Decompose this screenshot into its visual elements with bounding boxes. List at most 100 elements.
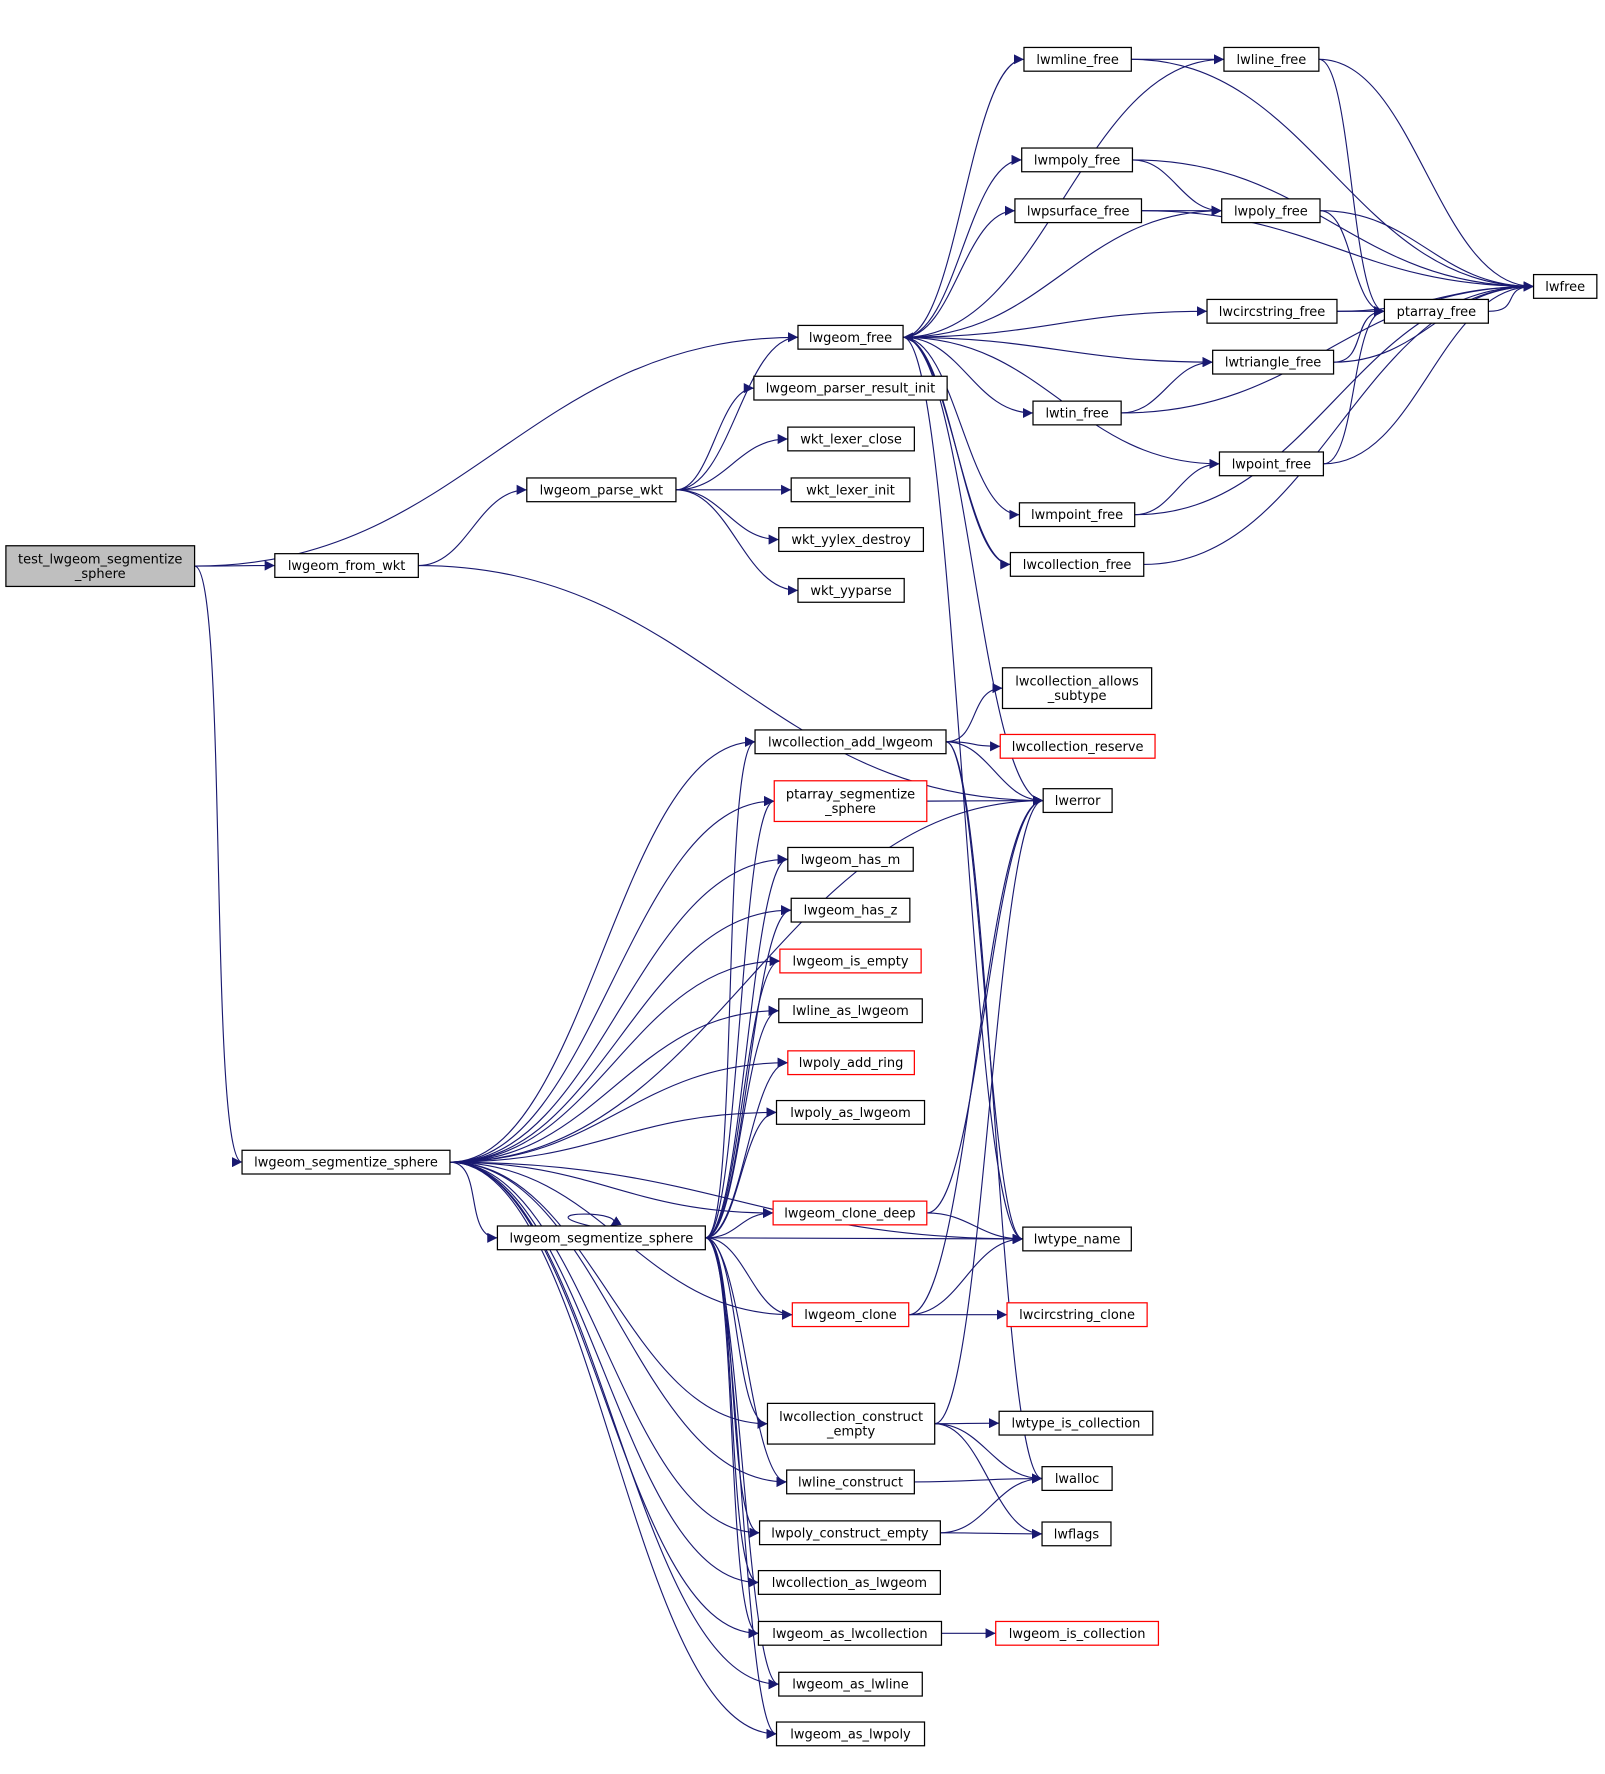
- node-has-m[interactable]: lwgeom_has_m: [787, 846, 914, 872]
- node-box: [5, 545, 196, 588]
- node-label: lwpoint_free: [1232, 457, 1311, 472]
- node-box: [1023, 46, 1132, 72]
- node-label: lwline_construct: [798, 1475, 903, 1490]
- node-lwfree[interactable]: lwfree: [1532, 273, 1598, 299]
- node-poly-as-lwgeom[interactable]: lwpoly_as_lwgeom: [775, 1099, 926, 1125]
- node-box: [775, 1099, 926, 1125]
- node-box: [757, 1569, 941, 1595]
- node-box: [787, 1050, 915, 1076]
- node-label: lwpoly_add_ring: [799, 1056, 904, 1071]
- node-label: lwmline_free: [1036, 53, 1118, 68]
- nodes-layer: test_lwgeom_segmentize_sphere lwgeom_from…: [5, 46, 1598, 1747]
- node-label: _sphere: [74, 567, 126, 582]
- edge-seg2-to-lwtype_name: [705, 1233, 1023, 1245]
- node-from-wkt[interactable]: lwgeom_from_wkt: [274, 553, 419, 579]
- node-box: [1212, 349, 1335, 375]
- node-circstring-clone[interactable]: lwcircstring_clone: [1006, 1302, 1148, 1328]
- node-box: [1206, 298, 1338, 324]
- node-lwpoint-free[interactable]: lwpoint_free: [1218, 451, 1325, 477]
- node-lwtype-name[interactable]: lwtype_name: [1022, 1226, 1132, 1252]
- node-seg2[interactable]: lwgeom_segmentize_sphere: [496, 1225, 706, 1251]
- edge-seg1-to-poly_as_lwgeom: [449, 1107, 777, 1163]
- node-lexer-init[interactable]: wkt_lexer_init: [790, 477, 911, 503]
- edge-lwpoly_free-to-ptarray_free: [1319, 210, 1385, 317]
- node-box: [1022, 1226, 1132, 1252]
- node-line-as-lwgeom[interactable]: lwline_as_lwgeom: [778, 998, 923, 1024]
- node-label: lwcollection_as_lwgeom: [772, 1576, 927, 1591]
- node-label: lwfree: [1545, 280, 1585, 295]
- node-label: lwgeom_free: [809, 331, 892, 346]
- node-clone[interactable]: lwgeom_clone: [791, 1302, 910, 1328]
- node-lwtriangle-free[interactable]: lwtriangle_free: [1212, 349, 1335, 375]
- node-coll-as-lwgeom[interactable]: lwcollection_as_lwgeom: [757, 1569, 941, 1595]
- node-label: ptarray_segmentize: [786, 787, 915, 802]
- node-lwcollection-free[interactable]: lwcollection_free: [1009, 551, 1145, 577]
- node-lwmpoint-free[interactable]: lwmpoint_free: [1018, 502, 1136, 528]
- node-box: [999, 733, 1156, 759]
- node-is-empty[interactable]: lwgeom_is_empty: [779, 948, 922, 974]
- node-lwline-free[interactable]: lwline_free: [1223, 46, 1320, 72]
- node-label: lwgeom_from_wkt: [288, 559, 405, 574]
- node-label: lwgeom_parser_result_init: [766, 382, 935, 397]
- node-clone-deep[interactable]: lwgeom_clone_deep: [772, 1200, 928, 1226]
- node-add-lwgeom[interactable]: lwcollection_add_lwgeom: [754, 729, 947, 755]
- node-box: [787, 426, 915, 452]
- node-as-lwcollection[interactable]: lwgeom_as_lwcollection: [757, 1620, 943, 1646]
- node-label: lwline_as_lwgeom: [792, 1004, 908, 1019]
- node-label: lwgeom_clone: [804, 1308, 896, 1323]
- node-label: lwgeom_as_lwcollection: [772, 1627, 927, 1642]
- node-lwmline-free[interactable]: lwmline_free: [1023, 46, 1132, 72]
- node-test[interactable]: test_lwgeom_segmentize_sphere: [5, 545, 196, 588]
- node-box: [778, 1671, 923, 1697]
- node-is-collection[interactable]: lwgeom_is_collection: [995, 1620, 1160, 1646]
- node-lwpoly-free[interactable]: lwpoly_free: [1221, 198, 1321, 224]
- node-as-lwpoly[interactable]: lwgeom_as_lwpoly: [775, 1721, 926, 1747]
- edge-seg1-to-coll_as_lwgeom: [449, 1161, 759, 1588]
- node-box: [995, 1620, 1160, 1646]
- edge-lwpoint_free-to-ptarray_free: [1323, 306, 1385, 465]
- node-lwtin-free[interactable]: lwtin_free: [1032, 400, 1122, 426]
- node-lwcircstring-free[interactable]: lwcircstring_free: [1206, 298, 1338, 324]
- node-box: [790, 477, 911, 503]
- node-parse-wkt[interactable]: lwgeom_parse_wkt: [526, 477, 677, 503]
- node-box: [274, 553, 419, 579]
- node-lwgeom-free[interactable]: lwgeom_free: [797, 324, 904, 350]
- node-as-lwline[interactable]: lwgeom_as_lwline: [778, 1671, 923, 1697]
- node-allows-subtype[interactable]: lwcollection_allows_subtype: [1001, 667, 1153, 710]
- node-lwerror[interactable]: lwerror: [1042, 788, 1113, 814]
- node-construct-empty[interactable]: lwcollection_construct_empty: [766, 1402, 936, 1445]
- node-lwmpoly-free[interactable]: lwmpoly_free: [1021, 147, 1134, 173]
- node-box: [1221, 198, 1321, 224]
- node-yyparse[interactable]: wkt_yyparse: [797, 577, 905, 603]
- edge-seg2-to-is_empty: [705, 956, 781, 1239]
- node-box: [1223, 46, 1320, 72]
- node-box: [1006, 1302, 1148, 1328]
- node-coll-reserve[interactable]: lwcollection_reserve: [999, 733, 1156, 759]
- node-poly-add-ring[interactable]: lwpoly_add_ring: [787, 1050, 915, 1076]
- node-label: test_lwgeom_segmentize: [18, 552, 182, 567]
- node-lwpsurface-free[interactable]: lwpsurface_free: [1014, 198, 1143, 224]
- edge-lwgeom_free-to-lwmpoint_free: [903, 336, 1020, 520]
- node-yylex-destroy[interactable]: wkt_yylex_destroy: [778, 527, 925, 553]
- node-ptarray-seg[interactable]: ptarray_segmentize_sphere: [773, 780, 928, 823]
- node-label: lwgeom_is_collection: [1009, 1627, 1146, 1642]
- node-poly-construct-empty[interactable]: lwpoly_construct_empty: [758, 1520, 941, 1546]
- edge-poly_construct_empty-to-lwalloc: [940, 1473, 1043, 1534]
- node-label: lwcollection_free: [1023, 558, 1132, 573]
- edge-seg2-to-add_lwgeom: [705, 736, 756, 1239]
- node-label: lwpoly_construct_empty: [771, 1526, 929, 1541]
- node-lexer-close[interactable]: wkt_lexer_close: [787, 426, 915, 452]
- edge-clone_deep-to-lwerror: [926, 795, 1044, 1214]
- node-ptarray-free[interactable]: ptarray_free: [1383, 298, 1489, 324]
- node-seg1[interactable]: lwgeom_segmentize_sphere: [241, 1149, 451, 1175]
- node-parser-init[interactable]: lwgeom_parser_result_init: [753, 375, 948, 401]
- node-has-z[interactable]: lwgeom_has_z: [790, 897, 911, 923]
- node-line-construct[interactable]: lwline_construct: [786, 1469, 915, 1495]
- node-lwflags[interactable]: lwflags: [1041, 1521, 1112, 1547]
- node-lwalloc[interactable]: lwalloc: [1041, 1466, 1113, 1492]
- node-box: [779, 948, 922, 974]
- edge-add_lwgeom-to-allows_subtype: [946, 683, 1003, 743]
- edge-from_wkt-to-parse_wkt: [418, 484, 527, 567]
- edge-construct_empty-to-type_is_coll: [934, 1418, 1000, 1429]
- node-type-is-coll[interactable]: lwtype_is_collection: [998, 1410, 1154, 1436]
